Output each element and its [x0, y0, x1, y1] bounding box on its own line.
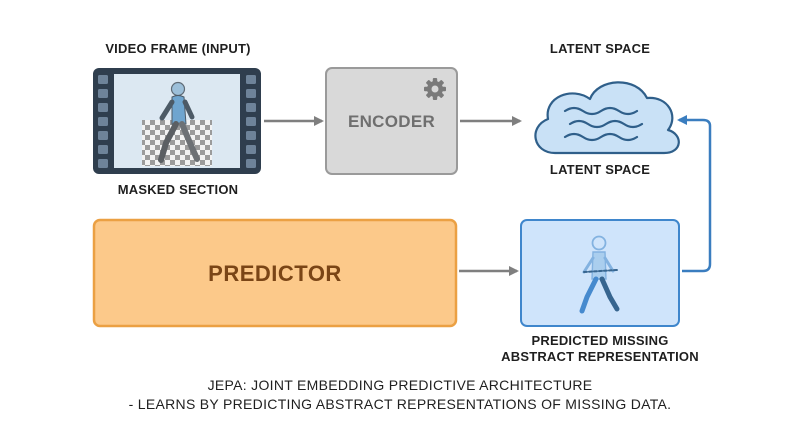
film-perforations-right: [246, 75, 256, 168]
gear-icon: [424, 78, 446, 100]
latent-space-top-label: LATENT SPACE: [549, 41, 651, 56]
walking-person-icon: [158, 81, 200, 163]
masked-section-label: MASKED SECTION: [117, 182, 239, 197]
predictor-box: [92, 218, 458, 328]
arrow-predicted-to-latent: [677, 115, 712, 273]
latent-space-node: [534, 81, 680, 155]
predictor-label: PREDICTOR: [208, 261, 342, 286]
predicted-label-line1: PREDICTED MISSING: [531, 333, 669, 348]
predicted-representation-node: [520, 219, 680, 327]
encoder-box: [325, 67, 458, 175]
encoder-label: ENCODER: [347, 112, 436, 131]
predicted-label-line2: ABSTRACT REPRESENTATION: [501, 349, 699, 364]
encoder-node: [325, 67, 458, 175]
caption-line2: - LEARNS BY PREDICTING ABSTRACT REPRESEN…: [128, 396, 672, 412]
film-perforations-left: [98, 75, 108, 168]
cloud-icon: [534, 81, 680, 155]
video-frame-node: [93, 68, 261, 174]
wave-icon: [563, 106, 644, 142]
walking-person-icon: [579, 235, 620, 314]
video-frame-title: VIDEO FRAME (INPUT): [105, 41, 251, 56]
caption-line1: JEPA: JOINT EMBEDDING PREDICTIVE ARCHITE…: [207, 377, 593, 393]
latent-space-bottom-label: LATENT SPACE: [549, 162, 651, 177]
